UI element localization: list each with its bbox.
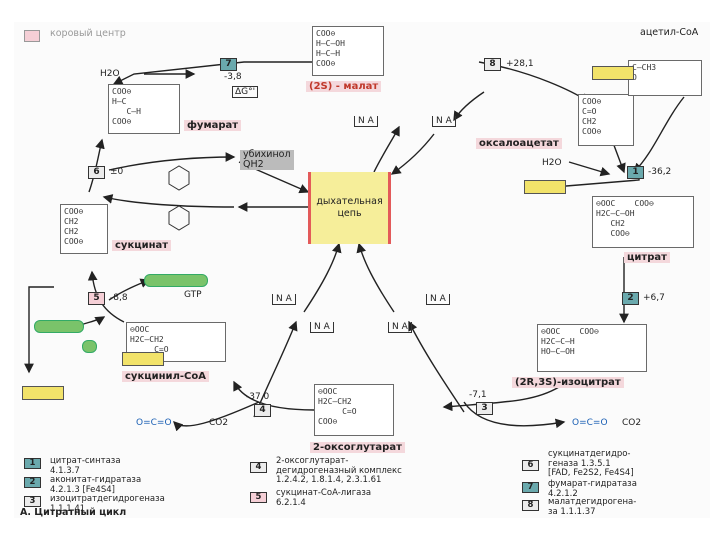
co2-right-label: CO2: [622, 418, 642, 428]
step-7-dg: -3,8: [224, 72, 242, 82]
oxoglutarate-label: 2-оксоглутарат: [310, 442, 405, 453]
arrow-chain-to-nad: [373, 125, 400, 173]
step-2-dg: +6,7: [643, 293, 665, 303]
step-8-badge: 8: [484, 58, 501, 71]
step-6-dg: ±0: [110, 167, 124, 177]
legend-1-badge: 1: [24, 458, 41, 469]
legend-5-badge: 5: [250, 492, 267, 503]
arrow-isocitrate-to-oxoglutarate: [442, 386, 560, 412]
legend-4-text: 2-оксоглутарат- дегидрогеназный комплекс…: [276, 456, 402, 485]
arrow-nad-4: [253, 320, 298, 418]
step-3-badge: 3: [476, 402, 493, 415]
legend-7-badge: 7: [522, 482, 539, 493]
step-1-badge: 1: [627, 166, 644, 179]
arrow-co2-left: [173, 401, 260, 432]
coa-tag-released: [524, 180, 566, 194]
coa-tag-acetyl: [592, 66, 634, 80]
o-c-o-right: O=C=O: [572, 418, 608, 428]
cycle-arrows: [24, 61, 685, 432]
legend-7-text: фумарат-гидратаза 4.2.1.2: [548, 479, 637, 499]
acetylcoa-structure: C—CH3 O: [628, 60, 702, 96]
arrow-nad-8: [453, 91, 485, 122]
nad-4-glyph: N A: [310, 322, 334, 333]
step-4-badge: 4: [254, 404, 271, 417]
ubiquinone-rings: [168, 165, 190, 231]
step-5-dg: -8,8: [110, 293, 128, 303]
arrow-acetyl-to-citrate: [633, 96, 685, 173]
arrow-nadh-8-to-chain: [390, 133, 435, 175]
oxaloacetate-label: оксалоацетат: [476, 138, 562, 149]
step-2-badge: 2: [622, 292, 639, 305]
step-7-badge: 7: [220, 58, 237, 71]
arrow-co2-right: [463, 401, 566, 429]
o-c-o-left: O=C=O: [136, 418, 172, 428]
legend-8-badge: 8: [522, 500, 539, 511]
isocitrate-structure: ⊖OOC COO⊖ H2C—C—H HO—C—OH: [537, 324, 647, 372]
legend-1-text: цитрат-синтаза 4.1.3.7: [50, 456, 121, 476]
citrate-structure: ⊖OOC COO⊖ H2C—C—OH CH2 COO⊖: [592, 196, 694, 248]
legend-8-text: малатдегидрогена- за 1.1.1.37: [548, 497, 637, 517]
arrow-nad-3: [408, 320, 465, 413]
succinate-structure: COO⊖ CH2 CH2 COO⊖: [60, 204, 108, 254]
coa-tag-succinyl: [122, 352, 164, 366]
citrate-cycle-figure: коровый центр COO⊖ H—C—OH H—C—H COO⊖ (2S…: [14, 22, 710, 518]
legend-2-badge: 2: [24, 477, 41, 488]
legend-6-text: сукцинатдегидро- геназа 1.3.5.1 [FAD, Fe…: [548, 449, 634, 478]
gtp-label: GTP: [184, 290, 202, 300]
acetylcoa-label: ацетил-CoA: [640, 27, 699, 38]
legend-4-badge: 4: [250, 462, 267, 473]
malate-label: (2S) - малат: [306, 81, 382, 92]
step-1-dg: -36,2: [648, 167, 672, 177]
core-center-label: коровый центр: [50, 28, 126, 39]
succinylcoa-label: сукцинил-CoA: [122, 371, 209, 382]
arrow-nadh-4-to-chain: [303, 242, 342, 313]
h2o-top-label: H2O: [100, 69, 120, 79]
arrow-ubiquinol-return: [102, 194, 235, 208]
oxoglutarate-structure: ⊖OOC H2C—CH2 C=O COO⊖: [314, 384, 394, 436]
step-6-badge: 6: [88, 166, 105, 179]
nad-3-glyph: N A: [426, 294, 450, 305]
citrate-label: цитрат: [624, 252, 670, 263]
fumarate-structure: COO⊖ H—C C—H COO⊖: [108, 84, 180, 134]
coa-tag-left: [22, 386, 64, 400]
respiratory-chain-box: дыхательная цепь: [308, 172, 391, 244]
legend-3-text: изоцитратдегидрогеназа 1.1.1.41: [50, 494, 165, 514]
legend-6-badge: 6: [522, 460, 539, 471]
malate-structure: COO⊖ H—C—OH H—C—H COO⊖: [312, 26, 384, 76]
step-4-dg: -37,0: [246, 392, 270, 402]
nadh-8-glyph: N A: [432, 116, 456, 127]
arrow-coa-release-left: [24, 286, 54, 374]
nad-8-glyph: N A: [354, 116, 378, 127]
legend-3-badge: 3: [24, 496, 41, 507]
ubiquinol-label: убихинол QH2: [240, 150, 294, 170]
co2-left-label: CO2: [209, 418, 229, 428]
nadh-3-glyph: N A: [388, 322, 412, 333]
legend-5-text: сукцинат-CoA-лигаза 6.2.1.4: [276, 488, 372, 508]
phosphate-glyph: [82, 340, 97, 353]
arrow-succinate-to-fumarate: [88, 138, 105, 193]
core-center-swatch: [24, 30, 40, 42]
fumarate-label: фумарат: [184, 120, 242, 131]
arrow-oxoglutarate-to-succinylcoa: [233, 380, 315, 411]
arrow-succinate-to-ubiquinone: [108, 152, 236, 171]
arrow-malate-to-fumarate: [112, 61, 314, 85]
h2o-right-label: H2O: [542, 158, 562, 168]
arrow-nadh-3-to-chain: [356, 242, 395, 313]
legend-2-text: аконитат-гидратаза 4.2.1.3 [Fe4S4]: [50, 475, 142, 495]
step-8-dg: +28,1: [506, 59, 534, 69]
isocitrate-label: (2R,3S)-изоцитрат: [512, 377, 624, 388]
nadh-4-glyph: N A: [272, 294, 296, 305]
step-5-badge: 5: [88, 292, 105, 305]
step-3-dg: -7,1: [469, 390, 487, 400]
gtp-glyph: [144, 274, 208, 287]
succinate-label: сукцинат: [112, 240, 172, 251]
figure-caption: А. Цитратный цикл: [20, 507, 127, 518]
gdp-glyph: [34, 320, 84, 333]
delta-g-label: ΔG°': [232, 86, 259, 98]
arrow-h2o-right: [568, 161, 611, 177]
oxaloacetate-structure: COO⊖ C=O CH2 COO⊖: [578, 94, 634, 146]
